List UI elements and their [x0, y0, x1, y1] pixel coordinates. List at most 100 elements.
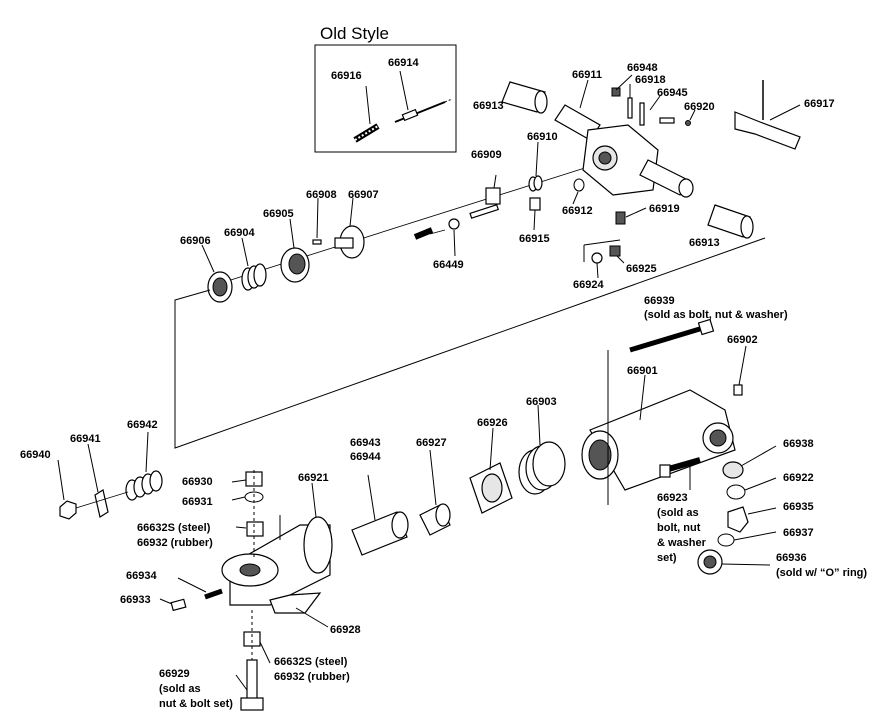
label-66920: 66920: [684, 101, 715, 113]
label-66940: 66940: [20, 449, 51, 461]
part-66929-bolt: [240, 659, 264, 711]
label-66943: 66943: [350, 437, 381, 449]
part-66940-nut: [59, 500, 77, 520]
label-66905: 66905: [263, 208, 294, 220]
part-66918-pin: [627, 97, 633, 119]
label-66919: 66919: [649, 203, 680, 215]
label-66915: 66915: [519, 233, 550, 245]
part-66911-valve-body: [554, 104, 694, 198]
label-66922: 66922: [783, 472, 814, 484]
part-66919-nut: [615, 211, 626, 225]
part-66943-sleeve: [351, 511, 409, 556]
label-66911: 66911: [572, 69, 602, 81]
part-66926-flange: [469, 462, 513, 514]
part-66948-nut: [611, 87, 621, 97]
part-66920-screw: [685, 120, 691, 126]
label-66945: 66945: [657, 87, 688, 99]
label-66632S-top: 66632S (steel): [137, 522, 211, 534]
label-66948: 66948: [627, 62, 658, 74]
label-66929-note2: nut & bolt set): [159, 698, 233, 710]
part-66937-oring: [717, 533, 735, 547]
label-66937: 66937: [783, 527, 814, 539]
label-66932-top: 66932 (rubber): [137, 537, 213, 549]
label-66935: 66935: [783, 501, 814, 513]
part-66912-oring: [573, 178, 585, 192]
part-66908-pin: [312, 239, 322, 245]
label-66939-note: (sold as bolt, nut & washer): [644, 309, 788, 321]
label-66944: 66944: [350, 451, 381, 463]
part-66941-bracket: [94, 489, 109, 518]
label-66928: 66928: [330, 624, 361, 636]
part-66903-spring: [518, 441, 566, 495]
old-style-box: [314, 44, 457, 153]
label-66933: 66933: [120, 594, 151, 606]
label-66936: 66936: [776, 552, 807, 564]
part-66939-bolt: [629, 318, 715, 353]
label-66926: 66926: [477, 417, 508, 429]
part-66907-plate: [334, 225, 365, 259]
part-66917-trigger-lever: [734, 80, 801, 150]
part-66906-seal: [207, 271, 233, 303]
part-66910-spring: [528, 175, 543, 192]
part-66934-spring: [204, 588, 223, 600]
label-66902: 66902: [727, 334, 758, 346]
part-66938-screen: [722, 461, 744, 479]
part-66933-pin: [170, 598, 187, 612]
part-66915-rod: [469, 204, 499, 219]
part-66901-housing: [581, 389, 736, 491]
label-66941: 66941: [70, 433, 101, 445]
part-66935-elbow: [727, 506, 749, 533]
label-66929-note1: (sold as: [159, 683, 201, 695]
label-66925: 66925: [626, 263, 657, 275]
part-66945-pin: [659, 117, 675, 124]
label-66913-bottom: 66913: [689, 237, 720, 249]
label-66904: 66904: [224, 227, 255, 239]
label-66449: 66449: [433, 259, 464, 271]
part-66923-bolt: [659, 457, 701, 478]
part-66909-bushing: [485, 187, 501, 205]
label-66901: 66901: [627, 365, 658, 377]
label-66924: 66924: [573, 279, 604, 291]
part-66921-lower-housing: [221, 516, 333, 606]
label-66938: 66938: [783, 438, 814, 450]
label-66923-note3: & washer: [657, 537, 707, 549]
label-66918: 66918: [635, 74, 666, 86]
part-66928-lever: [269, 592, 322, 614]
label-66917: 66917: [804, 98, 835, 110]
label-66934: 66934: [126, 570, 157, 582]
part-66927-bushing: [419, 503, 451, 536]
label-66936-note: (sold w/ “O” ring): [776, 567, 867, 579]
label-66929: 66929: [159, 668, 190, 680]
part-66924-washer: [591, 252, 603, 264]
part-66922-oring: [726, 484, 746, 500]
label-66923-note2: bolt, nut: [657, 522, 701, 534]
label-66632S-bottom: 66632S (steel): [274, 656, 348, 668]
part-66449-spring-ball: [413, 218, 460, 240]
label-66916: 66916: [331, 70, 362, 82]
label-66932-bottom: 66932 (rubber): [274, 671, 350, 683]
old-style-spring: [353, 123, 380, 143]
part-66902-nut: [733, 384, 743, 396]
part-66925-nut: [609, 245, 621, 257]
part-66913-sleeve-top: [501, 81, 548, 114]
label-66930: 66930: [182, 476, 213, 488]
label-66927: 66927: [416, 437, 447, 449]
part-66632S-bushing-top: [246, 521, 264, 537]
label-66910: 66910: [527, 131, 558, 143]
part-66905-bearing: [280, 247, 310, 283]
label-66921: 66921: [298, 472, 329, 484]
label-66942: 66942: [127, 419, 158, 431]
old-style-valve-stem: [394, 98, 453, 123]
label-66909: 66909: [471, 149, 502, 161]
label-66912: 66912: [562, 205, 593, 217]
part-66913-sleeve-bottom: [707, 204, 754, 239]
part-66904-spring: [241, 263, 267, 291]
label-66914: 66914: [388, 57, 419, 69]
label-66939: 66939: [644, 295, 675, 307]
label-66913-top: 66913: [473, 100, 504, 112]
label-66907: 66907: [348, 189, 379, 201]
part-66936-fitting: [697, 549, 723, 575]
label-66906: 66906: [180, 235, 211, 247]
label-66931: 66931: [182, 496, 213, 508]
